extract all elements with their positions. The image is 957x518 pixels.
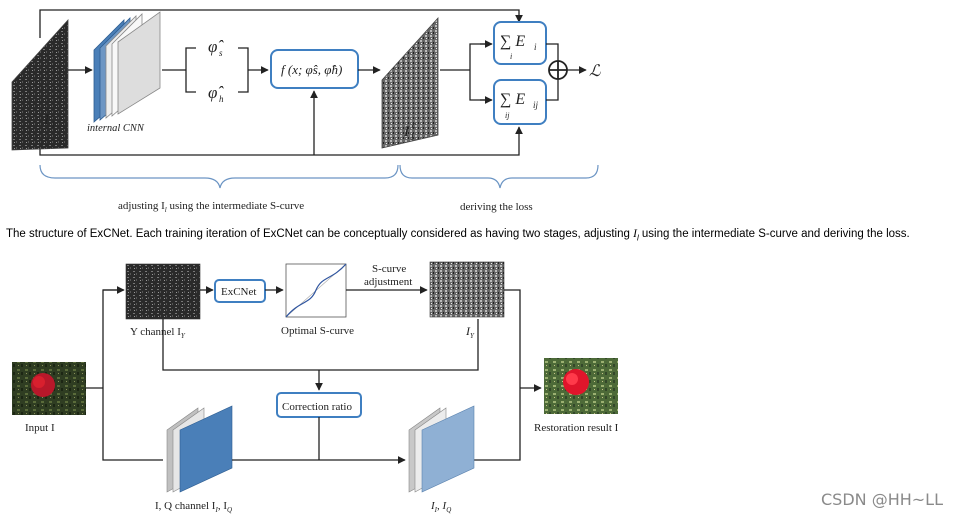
stage2-brace [399,164,599,189]
input-image-dark [11,18,69,151]
sum-operator [548,60,568,80]
s-curve-function-label: f (x; φ̂s, φ̂h) [281,62,342,77]
adjust-label-2: adjustment [364,276,412,288]
cnn-label: internal CNN [87,123,145,134]
sum-ei-sub: i [534,42,537,52]
input-label: Input I [25,422,55,434]
csdn-watermark: CSDN @HH~LL [821,490,943,509]
top-diagram: I l internal CNN φ̂ s φ̂ h f (x; φ̂s, φ̂… [11,9,601,214]
input-image [12,362,86,415]
iq-output-stack [408,405,475,493]
iq-channel-stack [166,405,233,493]
bottom-diagram: Input I Y channel IY ExCNet Optimal S-cu… [12,261,619,514]
caption-part1: The structure of ExCNet. Each training i… [6,228,634,240]
input-image-label-sub: l [52,120,55,130]
iq-channel-label: I, Q channel II, IQ [155,500,232,514]
corrected-image-sup: c [412,120,416,130]
adjusted-y-label: IY [465,324,475,340]
corrected-image-label: I [403,124,410,140]
stage1-label: adjusting Il using the intermediate S-cu… [118,200,304,214]
adjusted-y-image [429,261,505,318]
corrected-image [381,16,439,149]
stage2-label: deriving the loss [460,201,533,213]
phi-h-sub: h [219,94,224,104]
top-skip-line [39,9,523,38]
sum-ei-box [493,21,547,65]
stage1-brace [39,164,399,189]
sum-ei-under: i [510,52,512,61]
restoration-result-image [544,358,618,414]
phi-s-sub: s [219,48,223,58]
sum-eij-sub: ij [533,100,539,110]
caption-part2: using the intermediate S-curve and deriv… [638,228,910,240]
loss-symbol: ℒ [589,63,601,80]
s-curve-label: Optimal S-curve [281,325,354,337]
restoration-result-label: Restoration result I [534,422,619,434]
internal-cnn [93,11,161,123]
excnet-label: ExCNet [221,286,256,298]
sum-eij-under: ij [505,111,510,120]
sum-eij-label: ∑ E [500,91,525,108]
sum-eij-box [493,79,547,125]
y-channel-image [125,263,201,320]
caption-italic: I [633,228,637,240]
optimal-s-curve-plot [285,263,347,318]
s-curve-function-box [270,49,359,89]
corrected-image-sub: l [411,132,414,142]
correction-ratio-label: Correction ratio [282,401,352,413]
y-channel-label: Y channel IY [130,326,186,340]
excnet-box [214,279,266,303]
figure-caption: The structure of ExCNet. Each training i… [6,228,951,242]
caption-italic-sub: l [636,233,639,243]
sum-ei-label: ∑ E [500,33,525,50]
adjust-label-1: S-curve [372,263,406,275]
iq-output-label: II, IQ [430,500,451,514]
input-image-label: I [43,112,50,128]
